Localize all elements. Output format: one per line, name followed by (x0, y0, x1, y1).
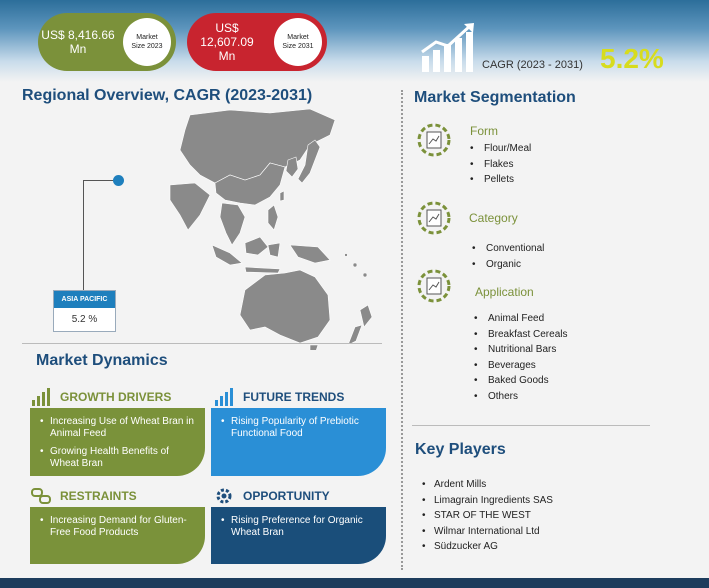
key-player-item: Südzucker AG (422, 539, 553, 555)
section-divider (412, 425, 650, 426)
market-size-2023-value: US$ 8,416.66 Mn (38, 28, 118, 56)
region-name: ASIA PACIFIC (54, 291, 115, 308)
market-size-2031-unit: Mn (218, 49, 236, 63)
segment-item: Organic (472, 257, 544, 273)
future-trends-heading: FUTURE TRENDS (213, 386, 344, 408)
market-size-2023-label-2: Size 2023 (131, 43, 163, 50)
segment-item: Animal Feed (474, 311, 567, 327)
restraint-item: Increasing Demand for Gluten-Free Food P… (40, 515, 195, 539)
key-player-item: Ardent Mills (422, 477, 553, 493)
future-trend-item: Rising Popularity of Prebiotic Functiona… (221, 416, 376, 440)
segment-item: Flakes (470, 157, 531, 173)
regional-overview-title: Regional Overview, CAGR (2023-2031) (22, 87, 313, 104)
future-trends-icon (215, 388, 233, 406)
category-segment-list: Conventional Organic (472, 241, 544, 272)
market-dynamics-title: Market Dynamics (36, 352, 168, 369)
market-size-2023-label-1: Market (136, 34, 158, 41)
section-divider (22, 343, 382, 344)
market-size-2031-label-1: Market (287, 34, 309, 41)
vertical-divider (401, 90, 403, 570)
chain-link-icon (31, 488, 51, 504)
market-segmentation-title: Market Segmentation (414, 89, 576, 106)
market-size-2031-label-2: Size 2031 (282, 43, 314, 50)
segment-title-application: Application (475, 285, 534, 299)
restraints-card: Increasing Demand for Gluten-Free Food P… (30, 507, 205, 564)
growth-drivers-card: Increasing Use of Wheat Bran in Animal F… (30, 408, 205, 476)
opportunity-item: Rising Preference for Organic Wheat Bran (221, 515, 376, 539)
cagr-value: 5.2% (600, 43, 664, 75)
market-size-2031-pill: US$ 12,607.09 Mn Market Size 2031 (187, 13, 327, 71)
category-segment-icon (417, 201, 451, 235)
market-size-2023-amount: US$ 8,416.66 (41, 28, 115, 42)
segment-item: Beverages (474, 358, 567, 374)
key-player-item: Limagrain Ingredients SAS (422, 493, 553, 509)
future-trends-card: Rising Popularity of Prebiotic Functiona… (211, 408, 386, 476)
region-cagr: 5.2 % (71, 314, 98, 325)
footer-bar (0, 578, 709, 588)
key-player-item: Wilmar International Ltd (422, 524, 553, 540)
gear-icon (216, 488, 232, 504)
growth-driver-item: Increasing Use of Wheat Bran in Animal F… (40, 416, 195, 440)
form-segment-icon (417, 123, 451, 157)
opportunity-title: OPPORTUNITY (243, 489, 330, 503)
segment-item: Baked Goods (474, 373, 567, 389)
segment-item: Breakfast Cereals (474, 327, 567, 343)
segment-item: Pellets (470, 172, 531, 188)
key-player-item: STAR OF THE WEST (422, 508, 553, 524)
market-size-2023-unit: Mn (69, 42, 87, 56)
market-size-2031-amount: US$ 12,607.09 (200, 21, 254, 49)
cagr-label: CAGR (2023 - 2031) (482, 59, 583, 71)
growth-drivers-icon (32, 388, 50, 406)
restraints-title: RESTRAINTS (60, 489, 137, 503)
segment-title-category: Category (469, 211, 518, 225)
application-segment-icon (417, 269, 451, 303)
asia-pacific-region-card: ASIA PACIFIC 5.2 % (53, 290, 116, 332)
form-segment-list: Flour/Meal Flakes Pellets (470, 141, 531, 188)
market-size-2031-badge: Market Size 2031 (274, 18, 322, 66)
application-segment-list: Animal Feed Breakfast Cereals Nutritiona… (474, 311, 567, 404)
key-players-list: Ardent Mills Limagrain Ingredients SAS S… (422, 477, 553, 555)
segment-item: Others (474, 389, 567, 405)
map-leader-line (83, 180, 118, 290)
segment-title-form: Form (470, 124, 498, 138)
market-size-2023-badge: Market Size 2023 (123, 18, 171, 66)
key-players-title: Key Players (415, 441, 506, 458)
opportunity-heading: OPPORTUNITY (213, 485, 330, 507)
market-size-2031-value: US$ 12,607.09 Mn (187, 21, 267, 63)
growth-driver-item: Growing Health Benefits of Wheat Bran (40, 446, 195, 470)
map-leader-dot (113, 175, 124, 186)
asia-pacific-map (169, 108, 373, 350)
restraints-heading: RESTRAINTS (30, 485, 137, 507)
growth-chart-icon (421, 23, 474, 72)
market-size-2023-pill: US$ 8,416.66 Mn Market Size 2023 (38, 13, 176, 71)
segment-item: Flour/Meal (470, 141, 531, 157)
segment-item: Conventional (472, 241, 544, 257)
cagr-value-text: 5.2% (600, 43, 664, 74)
growth-drivers-title: GROWTH DRIVERS (60, 390, 172, 404)
segment-item: Nutritional Bars (474, 342, 567, 358)
growth-drivers-heading: GROWTH DRIVERS (30, 386, 171, 408)
opportunity-card: Rising Preference for Organic Wheat Bran (211, 507, 386, 564)
future-trends-title: FUTURE TRENDS (243, 390, 345, 404)
